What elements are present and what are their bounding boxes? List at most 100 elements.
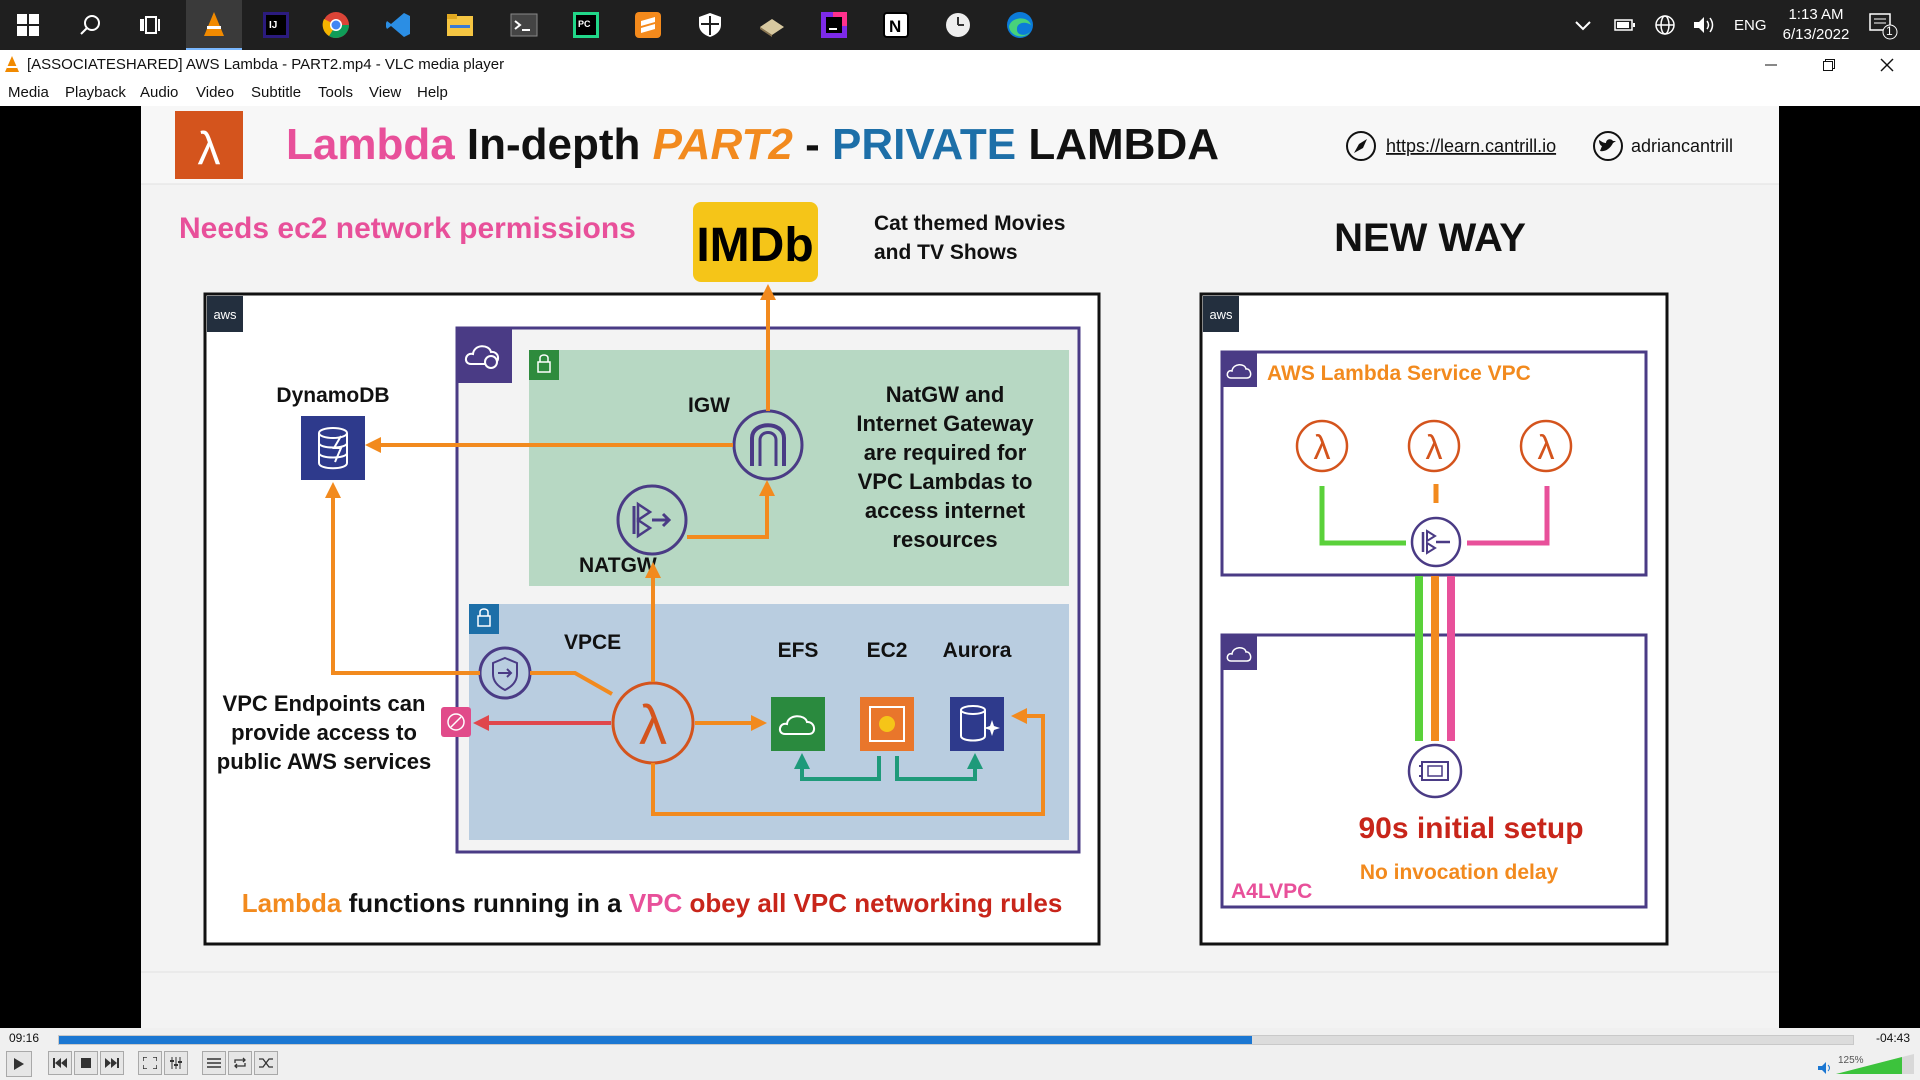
remaining-time: -04:43 bbox=[1876, 1031, 1911, 1045]
intellij-icon[interactable]: IJ bbox=[258, 7, 294, 43]
natgw-note: NatGW and Internet Gateway are required … bbox=[856, 382, 1034, 552]
svg-text:λ: λ bbox=[1538, 429, 1555, 467]
menu-bar: Media Playback Audio Video Subtitle Tool… bbox=[0, 80, 1920, 106]
clock-app-icon[interactable] bbox=[940, 7, 976, 43]
hyperplane-eni-icon bbox=[1410, 516, 1462, 568]
cat-line-2: and TV Shows bbox=[874, 241, 1018, 264]
window-title: [ASSOCIATESHARED] AWS Lambda - PART2.mp4… bbox=[27, 56, 505, 73]
svg-text:IJ: IJ bbox=[269, 20, 277, 31]
restore-button[interactable] bbox=[1814, 50, 1844, 80]
clock-date: 6/13/2022 bbox=[1782, 26, 1850, 43]
language-indicator[interactable]: ENG bbox=[1734, 16, 1767, 34]
window-titlebar: [ASSOCIATESHARED] AWS Lambda - PART2.mp4… bbox=[0, 50, 1920, 80]
terminal-icon[interactable] bbox=[506, 7, 542, 43]
course-link[interactable]: https://learn.cantrill.io bbox=[1386, 136, 1556, 156]
vscode-icon[interactable] bbox=[380, 7, 416, 43]
green-connector bbox=[1319, 486, 1406, 546]
notification-icon[interactable]: 1 bbox=[1868, 0, 1898, 50]
shield-icon[interactable] bbox=[692, 7, 728, 43]
chrome-icon[interactable] bbox=[318, 7, 354, 43]
svg-text:λ: λ bbox=[1426, 429, 1443, 467]
svg-text:aws: aws bbox=[213, 307, 237, 322]
pycharm-icon[interactable]: PC bbox=[568, 7, 604, 43]
menu-video[interactable]: Video bbox=[196, 84, 235, 101]
extended-settings-button[interactable] bbox=[164, 1051, 188, 1075]
sublime-icon[interactable] bbox=[630, 7, 666, 43]
menu-tools[interactable]: Tools bbox=[318, 84, 354, 101]
svg-text:aws: aws bbox=[1209, 307, 1233, 322]
a4l-vpc-cloud-icon bbox=[1223, 636, 1257, 670]
file-explorer-icon[interactable] bbox=[442, 7, 478, 43]
svg-text:provide access to: provide access to bbox=[231, 720, 417, 745]
menu-help[interactable]: Help bbox=[417, 84, 448, 101]
loop-button[interactable] bbox=[228, 1051, 252, 1075]
jetbrains-toolbox-icon[interactable] bbox=[816, 7, 852, 43]
slide-diagram: λ Lambda In-depth PART2 - PRIVATE LAMBDA… bbox=[141, 106, 1779, 973]
svg-text:PC: PC bbox=[578, 19, 591, 29]
svg-text:λ: λ bbox=[198, 122, 221, 174]
title-private: PRIVATE bbox=[832, 120, 1016, 169]
video-area[interactable]: λ Lambda In-depth PART2 - PRIVATE LAMBDA… bbox=[0, 106, 1920, 1028]
menu-playback[interactable]: Playback bbox=[65, 84, 126, 101]
aurora-label: Aurora bbox=[943, 639, 1012, 662]
menu-view[interactable]: View bbox=[369, 84, 402, 101]
chevron-up-icon[interactable] bbox=[1574, 0, 1592, 50]
cat-line-1: Cat themed Movies bbox=[874, 212, 1065, 235]
task-view-icon[interactable] bbox=[132, 7, 168, 43]
title-part2: PART2 bbox=[653, 120, 794, 169]
title-lambda: Lambda bbox=[286, 120, 455, 169]
aws-badge-right-icon: aws bbox=[1203, 296, 1239, 332]
previous-button[interactable] bbox=[48, 1051, 72, 1075]
compass-icon bbox=[1346, 131, 1376, 161]
nat-gateway-icon bbox=[616, 484, 688, 556]
volume-slider[interactable] bbox=[1836, 1053, 1914, 1075]
menu-subtitle[interactable]: Subtitle bbox=[251, 84, 302, 101]
svg-text:IMDb: IMDb bbox=[696, 219, 813, 272]
notification-count: 1 bbox=[1886, 24, 1893, 38]
fullscreen-button[interactable] bbox=[138, 1051, 162, 1075]
title-indepth: In-depth bbox=[455, 120, 653, 169]
windows-start-icon[interactable] bbox=[10, 7, 46, 43]
menu-media[interactable]: Media bbox=[8, 84, 49, 101]
clock[interactable]: 1:13 AM 6/13/2022 bbox=[1776, 0, 1856, 50]
twitter-handle: adriancantrill bbox=[1631, 136, 1733, 156]
seek-bar[interactable] bbox=[58, 1035, 1854, 1045]
svg-text:N: N bbox=[889, 17, 901, 36]
service-vpc-cloud-icon bbox=[1223, 353, 1257, 387]
shuffle-button[interactable] bbox=[254, 1051, 278, 1075]
efs-label: EFS bbox=[778, 639, 819, 662]
vpc-cloud-icon bbox=[458, 329, 512, 383]
lambda-icon-2: λ bbox=[1407, 419, 1461, 473]
close-button[interactable] bbox=[1872, 50, 1902, 80]
vlc-taskbar-icon[interactable] bbox=[186, 0, 242, 50]
lambda-icon-1: λ bbox=[1295, 419, 1349, 473]
notion-icon[interactable]: N bbox=[878, 7, 914, 43]
svg-text:resources: resources bbox=[892, 527, 997, 552]
edge-icon[interactable] bbox=[1002, 7, 1038, 43]
lambda-logo-icon: λ bbox=[175, 111, 243, 179]
elapsed-time: 09:16 bbox=[9, 1031, 40, 1045]
svg-text:public AWS services: public AWS services bbox=[217, 749, 431, 774]
svg-text:λ: λ bbox=[1314, 429, 1331, 467]
svg-text:access internet: access internet bbox=[865, 498, 1026, 523]
search-icon[interactable] bbox=[72, 7, 108, 43]
eni-icon bbox=[1407, 743, 1463, 799]
app-icon[interactable] bbox=[754, 7, 790, 43]
network-globe-icon[interactable] bbox=[1654, 0, 1676, 50]
igw-label: IGW bbox=[688, 394, 730, 417]
next-button[interactable] bbox=[100, 1051, 124, 1075]
playlist-button[interactable] bbox=[202, 1051, 226, 1075]
slide: λ Lambda In-depth PART2 - PRIVATE LAMBDA… bbox=[141, 106, 1779, 1028]
clock-time: 1:13 AM bbox=[1788, 6, 1844, 23]
play-button[interactable] bbox=[6, 1051, 32, 1077]
menu-audio[interactable]: Audio bbox=[140, 84, 179, 101]
traffic-arrows bbox=[325, 284, 1045, 816]
minimize-button[interactable] bbox=[1756, 50, 1786, 80]
battery-icon[interactable] bbox=[1614, 0, 1636, 50]
stop-button[interactable] bbox=[74, 1051, 98, 1075]
lambda-function-icon: λ bbox=[611, 681, 695, 765]
speaker-icon[interactable] bbox=[1818, 1061, 1832, 1079]
slide-title: Lambda In-depth PART2 - PRIVATE LAMBDA bbox=[286, 120, 1219, 169]
no-delay-text: No invocation delay bbox=[1360, 861, 1559, 884]
volume-icon[interactable] bbox=[1692, 0, 1716, 50]
